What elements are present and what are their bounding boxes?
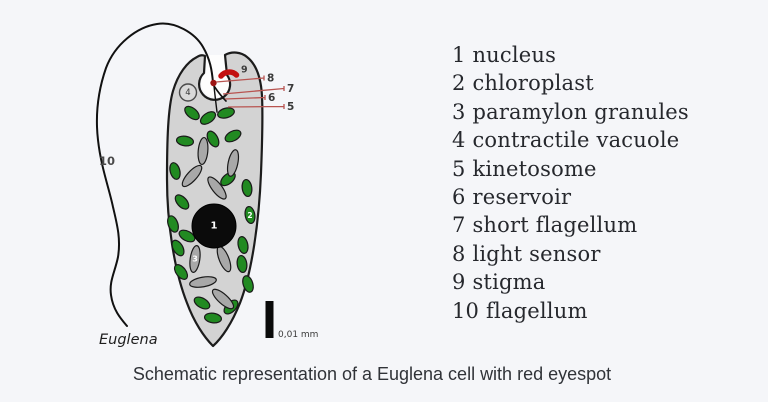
chloroplast-ellipse [178,229,196,243]
chloroplast-ellipse [241,178,253,198]
paramylon-ellipse [189,276,217,288]
light-sensor-dot [210,79,217,87]
chloroplast-ellipse [167,215,179,233]
legend-label: short flagellum [472,213,638,238]
legend-num: 2 [452,71,466,96]
legend-label: contractile vacuole [472,128,680,153]
legend-num: 6 [452,185,466,210]
scale-bar [265,301,274,338]
legend-item-nucleus: 1 nucleus [452,41,689,69]
scale-label: 0,01 mm [278,330,318,340]
legend-item-kinetosome: 5 kinetosome [452,155,689,183]
chloroplast-ellipse [237,236,249,254]
legend-num: 10 [452,298,480,323]
legend-item-contractile-vacuole: 4 contractile vacuole [452,126,689,154]
chloroplast-ellipse [206,130,220,148]
legend-label: chloroplast [472,71,594,96]
paramylon-ellipse [189,245,201,273]
leader-line-6 [224,95,266,100]
chloroplast-ellipse [173,264,189,280]
stigma-shape [218,69,240,79]
chloroplast-ellipse [174,194,190,210]
chloroplasts [167,105,256,324]
nucleus-number: 1 [211,221,218,232]
contractile-vacuole-circle [178,83,198,102]
chloroplast-ellipse [175,135,195,147]
paramylon-granules [181,136,240,310]
chloroplast-ellipse [244,205,256,225]
short-flagellum-number: 7 [287,83,294,95]
chloroplast-ellipse [236,254,248,274]
legend-item-light-sensor: 8 light sensor [452,240,689,268]
leader-lines [215,75,285,109]
legend-item-chloroplast: 2 chloroplast [452,69,689,97]
legend-label: nucleus [472,43,557,67]
stigma-number: 9 [241,65,248,76]
kinetosome-stem [213,85,218,113]
legend-item-short-flagellum: 7 short flagellum [452,211,689,239]
paramylon-ellipse [207,176,227,200]
flagellum-path [95,22,214,327]
chloroplast-ellipse [203,312,223,324]
cell-body [165,51,264,348]
chloroplast-ellipse [193,296,211,310]
chloroplast-ellipse [242,275,254,293]
figure-caption: Schematic representation of a Euglena ce… [132,364,612,384]
paramylon-ellipse [211,288,235,310]
light-sensor-number: 8 [267,73,274,85]
chloroplast-ellipse [199,111,217,125]
chloroplast-ellipse [184,105,200,121]
contractile-vacuole-number: 4 [185,88,190,98]
legend-label: reservoir [472,185,572,210]
legend-num: 5 [452,156,466,181]
legend-item-stigma: 9 stigma [452,268,689,296]
chloroplast-ellipse [169,162,181,180]
legend-list: 1 nucleus 2 chloroplast 3 paramylon gran… [452,41,689,325]
leader-line-7 [222,86,285,95]
paramylon-ellipse [181,164,203,188]
organism-label: Euglena [99,332,158,348]
chloroplast-number: 2 [247,211,252,220]
paramylon-number: 3 [192,255,198,264]
legend-label: light sensor [472,241,601,266]
reservoir-number: 6 [268,92,275,104]
legend-num: 8 [452,241,466,266]
legend-label: kinetosome [472,156,597,181]
legend-num: 9 [452,270,466,295]
flagellum-number: 10 [99,154,115,168]
legend-label: flagellum [486,298,588,323]
legend-item-flagellum: 10 flagellum [452,297,689,325]
paramylon-ellipse [197,136,209,166]
legend-item-reservoir: 6 reservoir [452,183,689,211]
legend-num: 4 [452,128,466,153]
leader-line-5 [227,104,285,109]
legend-num: 3 [452,99,466,124]
legend-num: 7 [452,213,466,238]
paramylon-ellipse [226,149,240,177]
legend-label: stigma [472,270,546,295]
legend-label: paramylon granules [472,99,689,124]
legend-item-paramylon-granules: 3 paramylon granules [452,98,689,126]
nucleus-circle [191,203,237,249]
chloroplast-ellipse [171,239,185,257]
short-flagellum-path [213,85,227,102]
chloroplast-ellipse [217,107,235,119]
leader-line-8 [215,75,265,83]
kinetosome-number: 5 [287,101,294,113]
legend-num: 1 [452,43,466,67]
chloroplast-ellipse [224,129,242,143]
